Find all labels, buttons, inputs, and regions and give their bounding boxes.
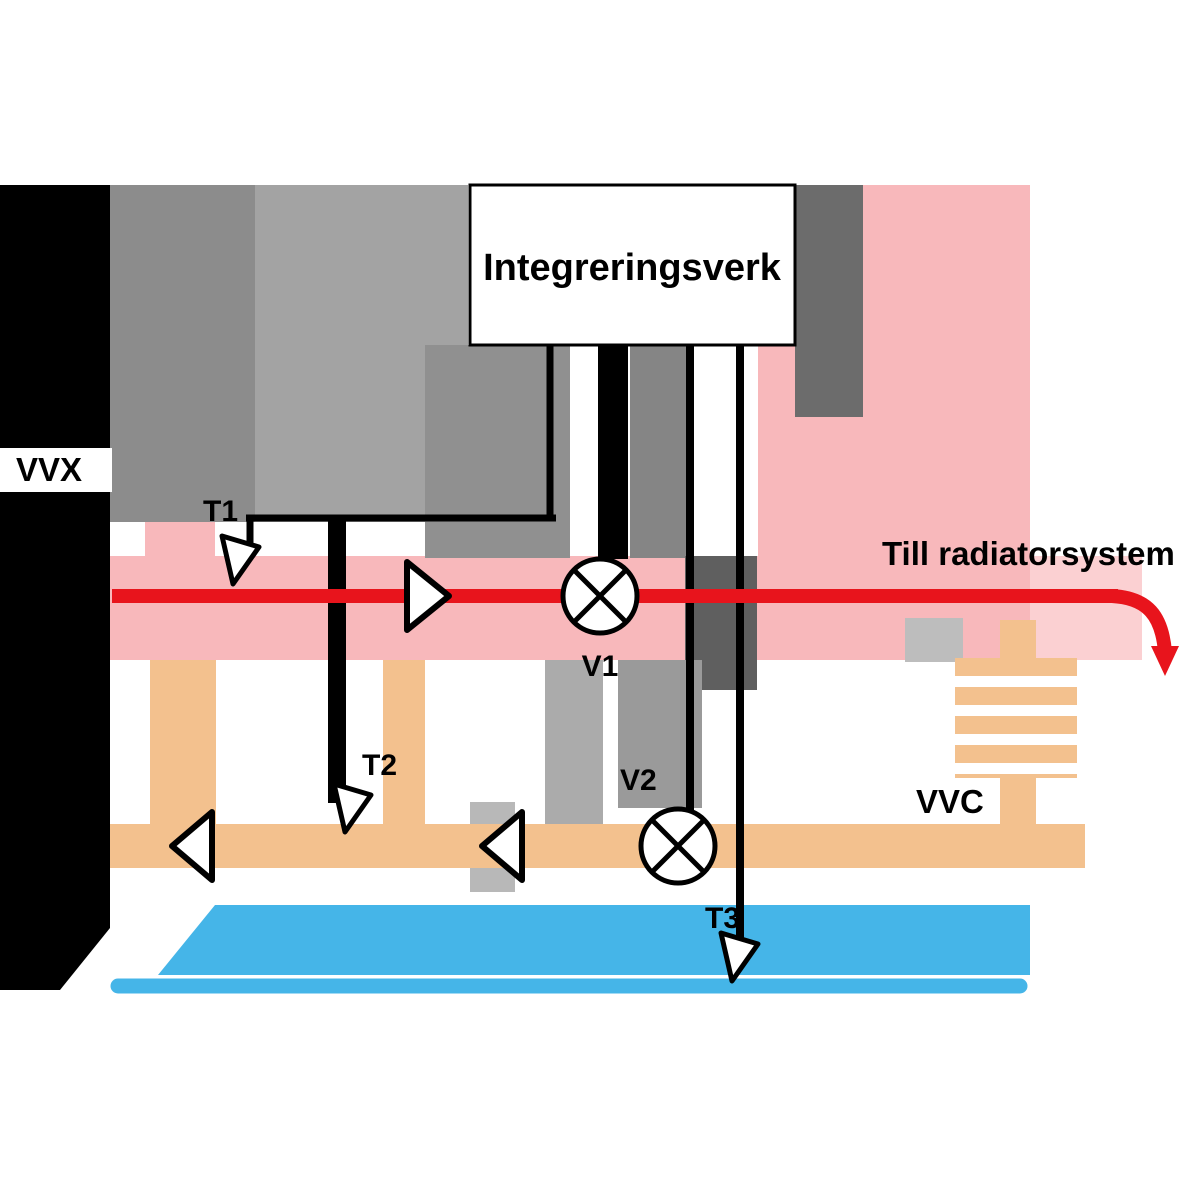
- circulation-pipes: [110, 620, 1085, 868]
- shadow-block: [905, 618, 963, 662]
- pink-band-extension: [1030, 556, 1142, 660]
- shadow-block: [545, 660, 603, 832]
- flow-chevron-left: [169, 809, 215, 883]
- to-radiators-label: Till radiatorsystem: [882, 535, 1175, 572]
- t2-label: T2: [362, 749, 397, 782]
- radiator-fin-gap: [955, 705, 1077, 716]
- radiator-fin-gap: [955, 676, 1077, 687]
- temperature-sensors: [219, 533, 761, 984]
- sensor-t3-cone: [718, 930, 761, 984]
- vvc-label: VVC: [916, 783, 984, 820]
- integrator-unit: [468, 183, 797, 347]
- heat-exchanger-block: [0, 185, 112, 990]
- shadow-block: [110, 185, 255, 522]
- flow-meter-v1: [560, 556, 640, 636]
- flow-meter-v2: [638, 806, 718, 886]
- supply-arrowhead: [1151, 646, 1179, 676]
- v1-label: V1: [582, 650, 619, 683]
- integrator-box: [468, 183, 797, 347]
- integrator-title: Integreringsverk: [483, 247, 782, 289]
- v2-label: V2: [620, 764, 657, 797]
- supply-pipe-bend: [1111, 589, 1172, 653]
- shadow-block: [795, 185, 863, 417]
- circulation-riser-mid: [383, 660, 425, 840]
- wire-to-t2: [328, 518, 346, 803]
- valve-cross-line: [650, 818, 706, 874]
- sensor-t1-cone: [219, 533, 262, 587]
- cold-water-pipes: [110, 905, 1030, 994]
- cold-water-band: [158, 905, 1030, 975]
- flow-chevron-left: [479, 809, 525, 883]
- shadow-block: [425, 345, 570, 558]
- circulation-riser-left: [150, 660, 216, 840]
- t1-label: T1: [203, 495, 238, 528]
- shadow-blocks: [110, 185, 963, 892]
- radiator-fin-gap: [955, 734, 1077, 745]
- heat-exchanger-label-notch: [0, 448, 112, 492]
- wire-to-v1: [598, 345, 628, 559]
- vvx-label: VVX: [16, 451, 82, 488]
- valve-cross-line: [572, 568, 628, 624]
- diagram-labels: Integreringsverk VVX VVC Till radiatorsy…: [16, 247, 1175, 935]
- sensor-t2-cone: [331, 781, 374, 835]
- shadow-block: [630, 345, 692, 558]
- circulation-return-pipe: [110, 824, 1085, 868]
- t3-label: T3: [705, 902, 740, 935]
- heat-exchanger-body: [0, 185, 110, 990]
- radiator-fin-gap: [955, 763, 1077, 774]
- flow-chevron-right: [404, 559, 452, 633]
- circulation-chevrons: [169, 809, 525, 883]
